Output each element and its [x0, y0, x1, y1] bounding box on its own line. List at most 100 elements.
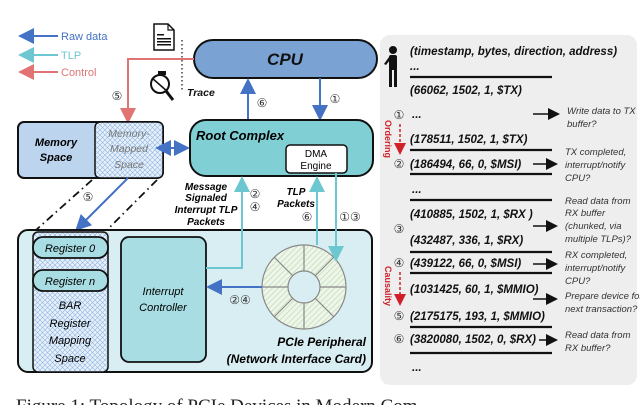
trace-label: Trace: [187, 87, 215, 99]
cpu-label: CPU: [267, 50, 304, 69]
control-arrow: [120, 58, 194, 124]
trace-row: (410885, 1502, 1, $RX ): [410, 209, 533, 221]
trace-row: (1031425, 60, 1, $MMIO): [410, 284, 539, 296]
memory-space-label: Memory: [35, 137, 78, 149]
interrupt-controller-box[interactable]: [120, 236, 207, 363]
dma-engine-box[interactable]: [285, 144, 348, 174]
person-icon: [384, 46, 397, 87]
note: Write data to TX: [567, 106, 636, 117]
note: Prepare device for: [565, 291, 640, 302]
step-label: ⑤: [394, 309, 405, 323]
register-n-label: Register n: [45, 276, 95, 288]
trace-panel: [380, 35, 637, 385]
register-0-label: Register 0: [45, 243, 96, 255]
bar-label: BAR: [59, 300, 82, 312]
trace-separators: [410, 75, 552, 355]
note: Read data from: [565, 330, 631, 341]
msi-label: Interrupt TLP: [175, 205, 238, 216]
bar-label: Register: [50, 318, 92, 330]
trace-header: (timestamp, bytes, direction, address): [410, 46, 617, 58]
step-label: ⑥: [302, 210, 313, 224]
bar-label: Mapping: [49, 335, 92, 347]
step-label: ④: [250, 200, 261, 214]
mapping-connector: [35, 179, 93, 231]
trace-row: (439122, 66, 0, $MSI): [410, 258, 521, 270]
trace-notes: Write data to TX buffer? TX completed, i…: [565, 106, 640, 354]
bar-column: [32, 231, 109, 373]
note: CPU?: [565, 276, 591, 287]
note: RX buffer: [565, 208, 606, 219]
step-label: ②: [250, 187, 261, 201]
peripheral-title: PCIe Peripheral: [277, 335, 366, 349]
msi-label: Message: [185, 182, 228, 193]
step-label: ①: [330, 92, 341, 106]
note: CPU?: [565, 173, 591, 184]
peripheral-subtitle: (Network Interface Card): [227, 352, 366, 366]
dma-engine-label: DMA: [305, 149, 328, 160]
trace-row: ...: [412, 362, 422, 374]
legend-raw-data: Raw data: [61, 31, 108, 43]
note: multiple TLPs)?: [565, 234, 632, 245]
trace-lines: (timestamp, bytes, direction, address) .…: [410, 46, 617, 374]
trace-row: (186494, 66, 0, $MSI): [410, 159, 521, 171]
legend-control: Control: [61, 67, 96, 79]
register-0[interactable]: [32, 236, 109, 259]
document-icon: [153, 23, 175, 51]
memory-mapped-label: Mapped: [110, 143, 149, 155]
trace-steps: ① ② ③ ④ ⑤ ⑥: [394, 108, 405, 346]
msi-label: Packets: [187, 217, 225, 228]
dma-engine-label: Engine: [300, 161, 332, 172]
trace-row: (66062, 1502, 1, $TX): [410, 85, 522, 97]
magnifier-icon: [150, 71, 175, 101]
step-label: ②: [394, 157, 405, 171]
note: next transaction?: [565, 304, 638, 315]
tlp-packets-label: Packets: [277, 199, 315, 210]
interrupt-controller-label: Interrupt: [143, 286, 185, 298]
trace-row: (2175175, 193, 1, $MMIO): [410, 311, 545, 323]
msi-label: Signaled: [185, 193, 228, 204]
figure-caption: Figure 1: Topology of PCIe Devices in Mo…: [16, 396, 418, 405]
mapping-connector: [106, 179, 158, 231]
step-label: ④: [394, 256, 405, 270]
step-label: ⑤: [112, 89, 123, 103]
legend: Raw data TLP Control: [18, 28, 108, 80]
note-arrows: [533, 108, 560, 346]
trace-row: ...: [412, 109, 422, 121]
trace-ellipsis: ...: [410, 61, 420, 73]
note: (chunked, via: [565, 221, 622, 232]
register-n[interactable]: [32, 269, 109, 292]
trace-row: (178511, 1502, 1, $TX): [410, 134, 528, 146]
memory-mapped-label: Memory-: [108, 128, 150, 140]
note: interrupt/notify: [565, 263, 626, 274]
ordering-label: Ordering: [383, 120, 393, 158]
interrupt-controller-label: Controller: [139, 302, 188, 314]
trace-row: (3820080, 1502, 0, $RX): [410, 334, 536, 346]
bar-label: Space: [54, 353, 85, 365]
step-label: ①③: [339, 210, 361, 224]
step-label: ⑥: [257, 96, 268, 110]
root-complex-label: Root Complex: [196, 128, 285, 143]
msi-tlp-arrow: [206, 176, 250, 269]
tlp-packets-label: TLP: [287, 187, 306, 198]
memory-mapped-label: Space: [114, 159, 144, 171]
trace-row: (432487, 336, 1, $RX): [410, 235, 523, 247]
step-label: ③: [394, 222, 405, 236]
ring-buffer: [261, 244, 347, 330]
step-label: ②④: [229, 293, 251, 307]
trace-row: ...: [412, 184, 422, 196]
step-label: ⑥: [394, 332, 405, 346]
note: TX completed,: [565, 147, 626, 158]
note: buffer?: [567, 119, 597, 130]
step-label: ①: [394, 108, 405, 122]
note: interrupt/notify: [565, 160, 626, 171]
note: Read data from: [565, 196, 631, 207]
legend-tlp: TLP: [61, 50, 81, 62]
note: RX completed,: [565, 250, 627, 261]
causality-label: Causality: [383, 266, 393, 306]
memory-box[interactable]: Memory Space Memory- Mapped Space: [17, 121, 164, 179]
memory-space-label: Space: [40, 152, 72, 164]
raw-data-arrow: [75, 177, 129, 231]
step-label: ⑤: [83, 190, 94, 204]
note: RX buffer?: [565, 343, 611, 354]
